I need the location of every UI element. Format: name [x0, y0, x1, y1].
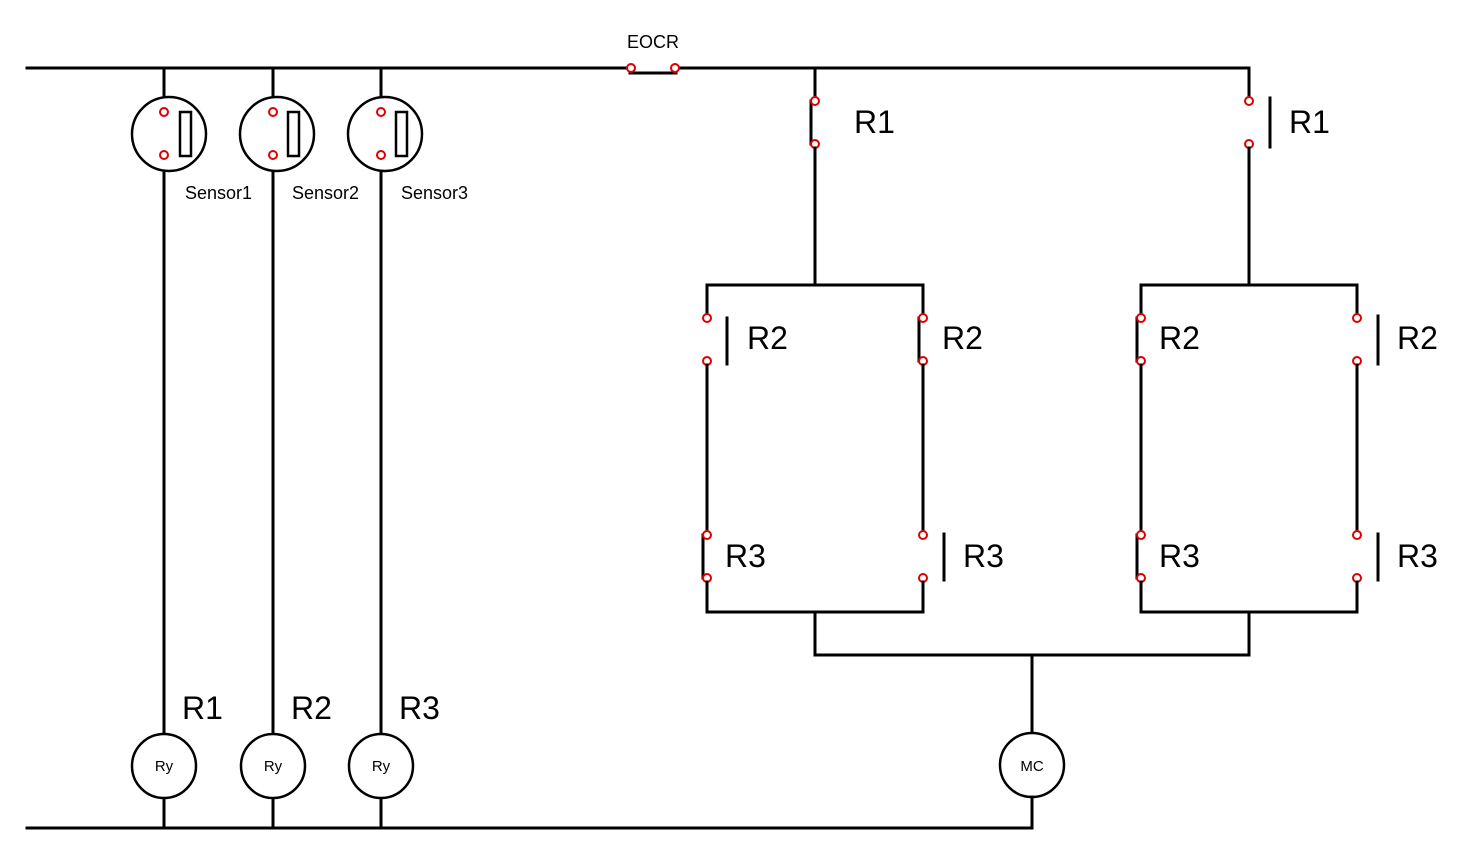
- relay-coil-2-text: Ry: [264, 758, 283, 775]
- sensor-2-label: Sensor2: [292, 183, 359, 203]
- relay-coil-3-label: R3: [399, 690, 440, 726]
- eocr-contact: EOCR: [626, 32, 680, 75]
- motor-contactor-text: MC: [1020, 758, 1043, 775]
- motor-contactor-coil: MC: [998, 731, 1066, 799]
- branch-left-col1-r3-label: R3: [725, 538, 766, 574]
- sensor-3-label: Sensor3: [401, 183, 468, 203]
- branch-right-col2-r2-contact-no: [1352, 313, 1380, 366]
- branch-right-col2-r3-contact-no: [1352, 530, 1380, 583]
- sensor-rung-3: Sensor3 R3 Ry: [346, 66, 468, 830]
- branch-left-col1-r2-label: R2: [747, 320, 788, 356]
- relay-coil-1: Ry: [130, 732, 198, 800]
- branch-left-col2-r3-contact-no: [918, 530, 946, 583]
- sensor-rung-2: Sensor2 R2 Ry: [238, 66, 359, 830]
- sensor-2-symbol: [238, 95, 316, 173]
- relay-coil-2-label: R2: [291, 690, 332, 726]
- branch-right-col1-r2-contact-nc: [1135, 313, 1146, 366]
- relay-coil-3-text: Ry: [372, 758, 391, 775]
- sensor-3-symbol: [346, 95, 424, 173]
- relay-coil-1-label: R1: [182, 690, 223, 726]
- branch-right-col1-r3-contact-nc: [1135, 530, 1146, 583]
- branch-left-r1-label: R1: [854, 104, 895, 140]
- branch-right-col1-r2-label: R2: [1159, 320, 1200, 356]
- branch-left-col1-r2-contact-no: [702, 313, 729, 366]
- branch-left-col2-r3-label: R3: [963, 538, 1004, 574]
- branch-left-col1-r3-contact-nc: [701, 530, 712, 583]
- relay-coil-2: Ry: [239, 732, 307, 800]
- relay-coil-1-text: Ry: [155, 758, 174, 775]
- branch-right: R1 R2 R3 R2 R: [1135, 66, 1438, 657]
- mc-rung: MC: [813, 653, 1251, 830]
- branch-left: R1 R2 R3 R2: [701, 66, 1004, 657]
- sensor-rung-1: Sensor1 R1 Ry: [130, 66, 252, 830]
- branch-left-col2-r2-label: R2: [942, 320, 983, 356]
- branch-right-col2-r3-label: R3: [1397, 538, 1438, 574]
- branch-right-r1-label: R1: [1289, 104, 1330, 140]
- branch-right-r1-contact-no: [1244, 96, 1272, 149]
- sensor-1-symbol: [130, 95, 208, 173]
- branch-left-r1-contact-nc: [809, 96, 820, 149]
- branch-right-col1-r3-label: R3: [1159, 538, 1200, 574]
- relay-coil-3: Ry: [347, 732, 415, 800]
- branch-left-col2-r2-contact-nc: [917, 313, 928, 366]
- branch-right-col2-r2-label: R2: [1397, 320, 1438, 356]
- sensor-1-label: Sensor1: [185, 183, 252, 203]
- eocr-label: EOCR: [627, 32, 679, 52]
